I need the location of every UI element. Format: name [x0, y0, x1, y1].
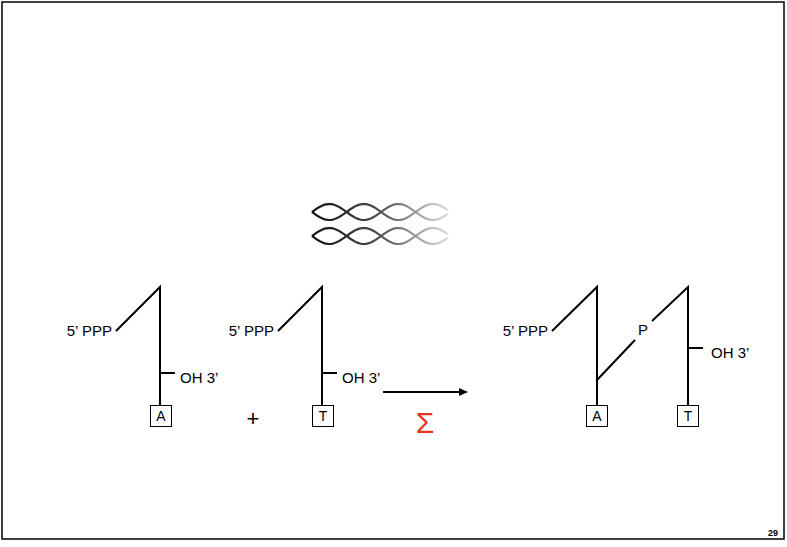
helix-rung — [432, 204, 433, 220]
helix-rung — [372, 230, 373, 242]
base-box: T — [677, 405, 699, 427]
helix-rung — [396, 204, 397, 220]
helix-rung — [360, 228, 361, 243]
plus-sign: + — [247, 408, 260, 430]
base-letter: A — [156, 409, 165, 423]
nucleotide-backbone — [278, 287, 337, 405]
phosphate-label: 5’ PPP — [503, 323, 548, 338]
helix-rung — [330, 204, 331, 220]
helix-rung — [348, 235, 349, 237]
hydroxyl-label: OH 3’ — [342, 370, 380, 385]
helix-rung — [336, 229, 337, 242]
reaction-arrow — [383, 391, 462, 393]
helix-rung — [372, 206, 373, 218]
helix-rung — [426, 206, 427, 219]
arrow-head — [459, 388, 468, 396]
dinucleotide-backbone — [652, 287, 703, 405]
helix-rung — [324, 229, 325, 243]
helix-rung — [354, 207, 355, 217]
helix-rung — [420, 209, 421, 215]
helix-rung — [426, 230, 427, 243]
helix-rung — [390, 230, 391, 242]
helix-rung — [354, 231, 355, 241]
helix-rung — [414, 235, 415, 237]
helix-rung — [342, 233, 343, 239]
base-letter: T — [684, 409, 693, 423]
helix-rung — [402, 204, 403, 219]
dna-helix-picture — [312, 204, 448, 244]
helix-rung — [444, 232, 445, 241]
phosphate-label: 5’ PPP — [229, 323, 274, 338]
helix-rung — [414, 211, 415, 213]
base-letter: A — [592, 409, 601, 423]
helix-rung — [408, 231, 409, 241]
helix-rung — [342, 209, 343, 215]
helix-rung — [384, 234, 385, 238]
helix-rung — [438, 205, 439, 219]
helix-rung — [408, 207, 409, 217]
helix-rung — [366, 204, 367, 220]
helix-strand — [312, 204, 448, 220]
helix-rung — [318, 232, 319, 240]
helix-strand — [312, 228, 448, 244]
helix-rung — [336, 205, 337, 218]
sigma-symbol: Σ — [416, 408, 435, 438]
base-box: A — [586, 405, 608, 427]
helix-rung — [330, 228, 331, 244]
base-letter: T — [319, 409, 328, 423]
phosphate-label: 5’ PPP — [67, 323, 112, 338]
nucleotide-backbone — [116, 287, 175, 405]
helix-strand — [312, 228, 448, 244]
helix-rung — [366, 228, 367, 244]
helix-rung — [420, 233, 421, 239]
helix-strand — [312, 204, 448, 220]
dinucleotide-backbone — [552, 287, 635, 405]
helix-rung — [318, 208, 319, 216]
helix-rung — [378, 234, 379, 238]
page-number: 29 — [768, 529, 778, 538]
slide-border — [2, 2, 784, 539]
hydroxyl-label: OH 3’ — [711, 345, 749, 360]
helix-rung — [324, 205, 325, 219]
helix-rung — [378, 210, 379, 214]
base-box: T — [312, 405, 334, 427]
helix-rung — [360, 204, 361, 219]
base-box: A — [150, 405, 172, 427]
helix-rung — [348, 211, 349, 213]
helix-rung — [444, 208, 445, 217]
helix-rung — [438, 229, 439, 243]
hydroxyl-label: OH 3’ — [180, 370, 218, 385]
helix-rung — [396, 228, 397, 244]
helix-rung — [384, 210, 385, 214]
nucleotide-structures — [116, 287, 703, 405]
helix-rung — [390, 206, 391, 218]
phosphate-link-label: P — [638, 322, 648, 337]
helix-rung — [432, 228, 433, 244]
helix-rung — [402, 228, 403, 243]
